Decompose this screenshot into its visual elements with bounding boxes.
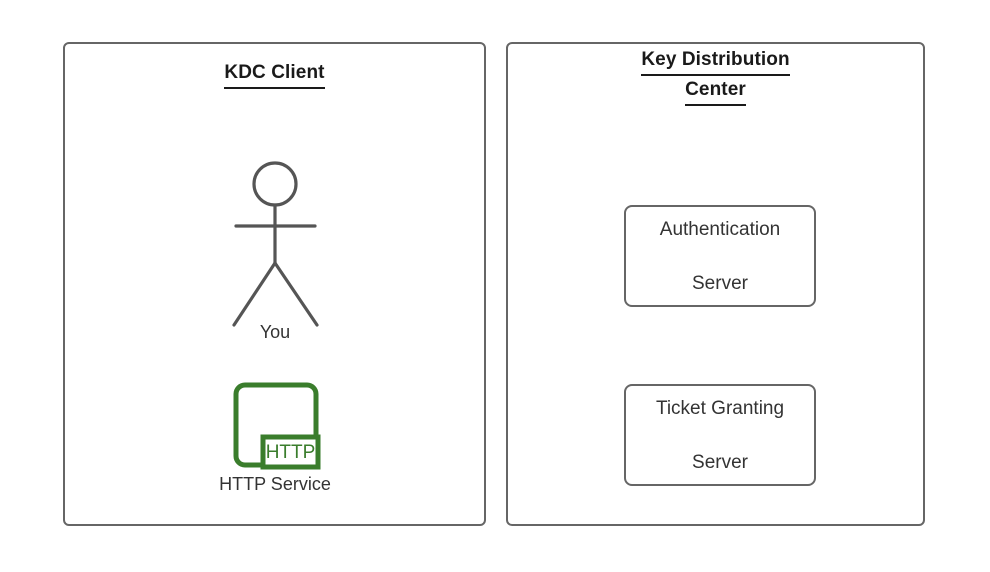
box-ticket-granting-server-line-1: Ticket Granting bbox=[655, 397, 785, 419]
stick-figure-icon bbox=[212, 155, 338, 355]
box-authentication-server: Authentication Server bbox=[624, 205, 816, 307]
http-service-icon: HTTP bbox=[232, 381, 322, 471]
svg-text:HTTP: HTTP bbox=[266, 442, 316, 463]
service-label-http-service: HTTP Service bbox=[219, 474, 331, 494]
panel-title-kdc-line-1: Key Distribution bbox=[641, 46, 790, 76]
panel-title-kdc-line-2: Center bbox=[685, 76, 746, 106]
panel-title-kdc-client: KDC Client bbox=[63, 59, 486, 89]
box-authentication-server-line-2: Server bbox=[692, 272, 748, 294]
panel-title-kdc-client-line-1: KDC Client bbox=[224, 59, 325, 89]
box-ticket-granting-server: Ticket Granting Server bbox=[624, 384, 816, 486]
box-authentication-server-line-1: Authentication bbox=[659, 218, 781, 240]
actor-label-you: You bbox=[259, 322, 291, 342]
box-ticket-granting-server-line-2: Server bbox=[692, 451, 748, 473]
panel-title-key-distribution-center: Key Distribution Center bbox=[506, 46, 925, 106]
